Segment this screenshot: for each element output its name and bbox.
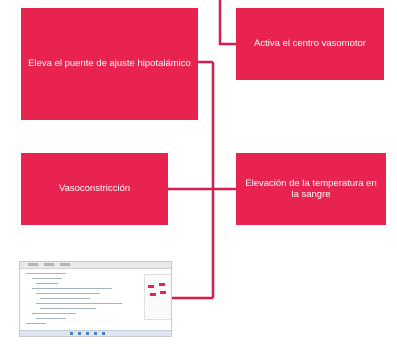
- node-temperature-label: Elevación de la temperatura en la sangre: [245, 177, 377, 200]
- thumbnail-code-pane: [22, 271, 142, 329]
- thumbnail-code-line: [36, 303, 122, 304]
- thumbnail-code-line: [32, 313, 76, 314]
- thumbnail-mini-box: [160, 291, 166, 294]
- thumbnail-code-line: [26, 323, 46, 324]
- thumbnail-code-line: [36, 318, 66, 319]
- thumbnail-taskbar-icon: [102, 332, 105, 335]
- connector-top-to-vasomotor: [218, 0, 236, 46]
- thumbnail-ribbon-tab: [28, 263, 38, 266]
- thumbnail-code-line: [26, 273, 66, 274]
- thumbnail-taskbar-icon: [94, 332, 97, 335]
- thumbnail-code-line: [36, 293, 100, 294]
- node-vasoconstriction-label: Vasoconstricción: [58, 183, 131, 195]
- thumbnail-code-line: [40, 298, 90, 299]
- thumbnail-taskbar-icon: [78, 332, 81, 335]
- thumbnail-mini-box: [150, 293, 156, 296]
- thumbnail-ribbon: [20, 262, 171, 269]
- thumbnail-code-line: [36, 283, 58, 284]
- thumbnail-code-line: [40, 308, 96, 309]
- screenshot-thumbnail: [19, 261, 172, 337]
- thumbnail-code-line: [32, 288, 112, 289]
- node-vasomotor-label: Activa el centro vasomotor: [254, 38, 366, 50]
- thumbnail-taskbar-icon: [70, 332, 73, 335]
- thumbnail-slide-preview: [144, 274, 171, 320]
- thumbnail-mini-box: [148, 285, 154, 288]
- node-vasomotor: Activa el centro vasomotor: [236, 8, 384, 80]
- node-vasoconstriction: Vasoconstricción: [21, 153, 168, 225]
- node-hypothalamic: Eleva el puente de ajuste hipotalámico: [21, 8, 198, 120]
- thumbnail-ribbon-tab: [44, 263, 54, 266]
- node-temperature: Elevación de la temperatura en la sangre: [236, 153, 386, 225]
- thumbnail-taskbar-icon: [86, 332, 89, 335]
- node-hypothalamic-label: Eleva el puente de ajuste hipotalámico: [28, 58, 191, 70]
- thumbnail-code-line: [32, 278, 62, 279]
- thumbnail-taskbar: [20, 330, 171, 336]
- thumbnail-ribbon-tab: [60, 263, 70, 266]
- thumbnail-mini-box: [159, 283, 165, 286]
